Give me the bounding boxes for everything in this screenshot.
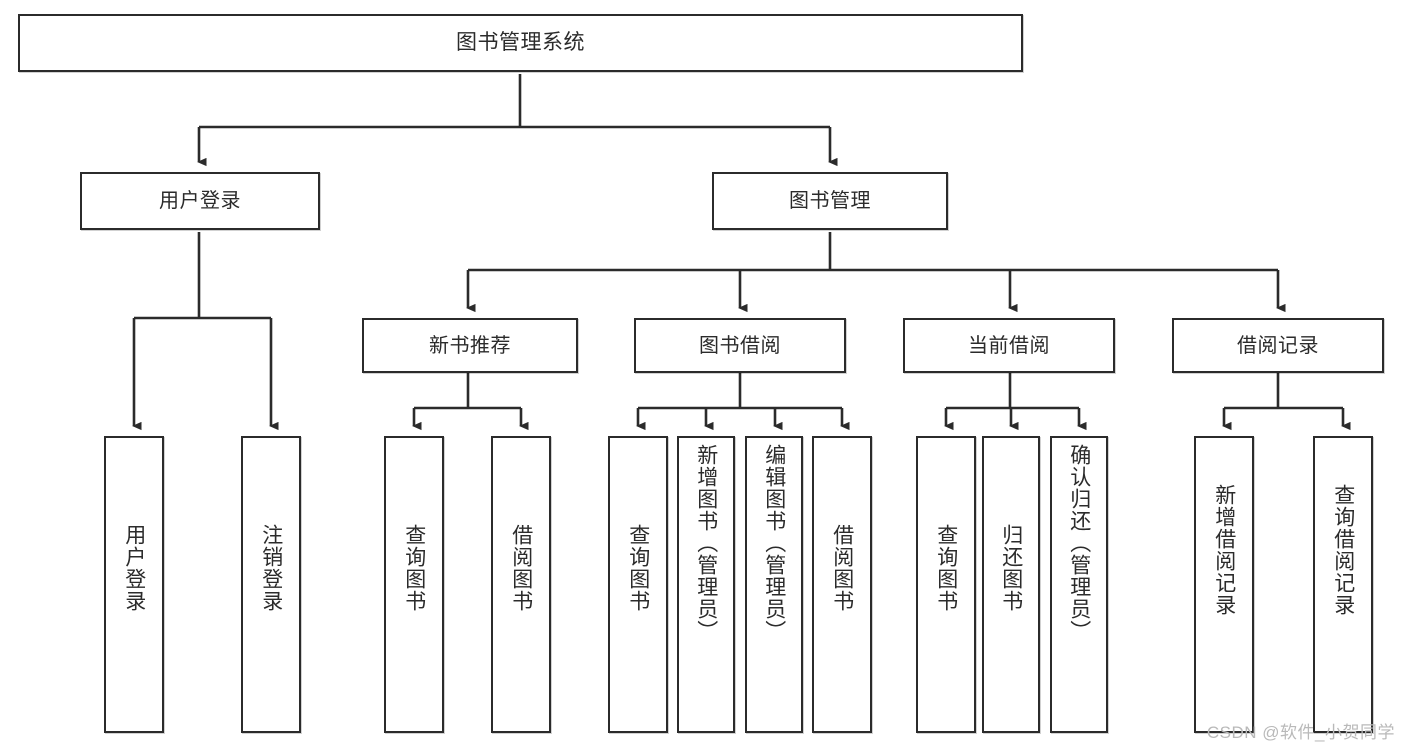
node-book-management[interactable]: 图书管理	[712, 172, 948, 230]
node-label: 图书管理系统	[456, 31, 585, 55]
leaf-edit-book-admin[interactable]: 编辑图书（管理员）	[745, 436, 803, 733]
node-label: 新书推荐	[429, 334, 511, 357]
node-label: 归还图书	[999, 524, 1023, 612]
node-label: 查询图书	[934, 524, 958, 612]
node-label: 查询图书	[402, 524, 426, 612]
csdn-watermark: CSDN @软件_小贺同学	[1206, 723, 1395, 742]
node-label: 查询图书	[626, 524, 650, 612]
leaf-query-book-current[interactable]: 查询图书	[916, 436, 976, 733]
node-borrow-record[interactable]: 借阅记录	[1172, 318, 1384, 373]
node-book-management-system[interactable]: 图书管理系统	[18, 14, 1023, 72]
leaf-add-borrow-record[interactable]: 新增借阅记录	[1194, 436, 1254, 733]
leaf-borrow-book[interactable]: 借阅图书	[812, 436, 872, 733]
edges	[132, 74, 1351, 431]
leaf-confirm-return-admin[interactable]: 确认归还（管理员）	[1050, 436, 1108, 733]
leaf-query-borrow-record[interactable]: 查询借阅记录	[1313, 436, 1373, 733]
node-user-login[interactable]: 用户登录	[80, 172, 320, 230]
leaf-query-book-new[interactable]: 查询图书	[384, 436, 444, 733]
node-label: 编辑图书（管理员）	[762, 444, 786, 642]
leaf-return-book[interactable]: 归还图书	[982, 436, 1040, 733]
node-label: 借阅记录	[1237, 334, 1319, 357]
node-label: 确认归还（管理员）	[1067, 444, 1091, 642]
leaf-logout[interactable]: 注销登录	[241, 436, 301, 733]
node-label: 当前借阅	[968, 334, 1050, 357]
node-label: 借阅图书	[830, 524, 854, 612]
node-label: 借阅图书	[509, 524, 533, 612]
leaf-add-book-admin[interactable]: 新增图书（管理员）	[677, 436, 735, 733]
node-new-book-recommend[interactable]: 新书推荐	[362, 318, 578, 373]
leaf-borrow-book-new[interactable]: 借阅图书	[491, 436, 551, 733]
node-label: 用户登录	[159, 190, 241, 212]
leaf-query-book-borrow[interactable]: 查询图书	[608, 436, 668, 733]
node-label: 图书借阅	[699, 334, 781, 357]
node-label: 用户登录	[122, 524, 146, 612]
node-current-borrow[interactable]: 当前借阅	[903, 318, 1115, 373]
node-book-borrow[interactable]: 图书借阅	[634, 318, 846, 373]
node-label: 查询借阅记录	[1331, 484, 1355, 616]
node-label: 新增借阅记录	[1212, 484, 1236, 616]
node-label: 新增图书（管理员）	[694, 444, 718, 642]
node-label: 图书管理	[789, 190, 871, 212]
node-label: 注销登录	[259, 524, 283, 612]
leaf-user-login[interactable]: 用户登录	[104, 436, 164, 733]
